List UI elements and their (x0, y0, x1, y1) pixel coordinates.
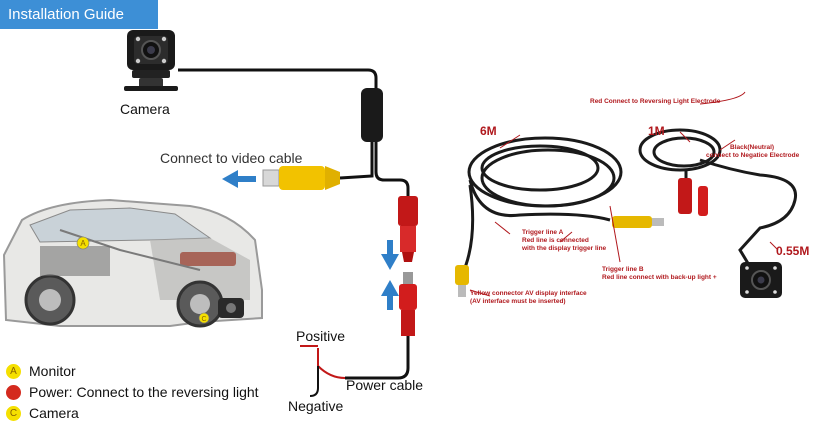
arrow-down-icon (381, 240, 399, 270)
length-055m-label: 0.55M (776, 244, 810, 258)
camera-icon (124, 30, 178, 91)
trigger-a-label-3: with the display trigger line (522, 245, 607, 252)
trigger-b-label-2: Red line connect with back-up light + (602, 274, 717, 281)
callout-lines (469, 91, 779, 297)
camera-cable (178, 68, 410, 380)
legend-item-power: Power: Connect to the reversing light (6, 383, 259, 401)
page-title: Installation Guide (0, 0, 158, 29)
yellow-video-plug (262, 166, 340, 190)
legend-item-monitor: A Monitor (6, 362, 76, 380)
length-1m-label: 1M (648, 124, 665, 138)
right-red-connectors (678, 178, 708, 216)
legend-item-camera: C Camera (6, 404, 79, 422)
legend-marker-power-icon (6, 384, 21, 400)
power-cable-label: Power cable (346, 377, 424, 393)
power-wires (300, 345, 346, 397)
car-marker-a: A (76, 236, 90, 250)
car-illustration (2, 198, 263, 328)
cable-junction-box (361, 88, 383, 142)
legend-marker-c-icon: C (6, 405, 21, 421)
camera-label: Camera (120, 101, 170, 117)
length-6m-label: 6M (480, 124, 497, 138)
trigger-b-label-1: Trigger line B (602, 266, 644, 273)
trigger-a-label-2: Red line is connected (522, 237, 589, 244)
positive-label: Positive (296, 328, 346, 344)
yellow-connector-label-2: (AV interface must be inserted) (470, 298, 566, 305)
legend-text-power: Power: Connect to the reversing light (29, 384, 259, 400)
red-power-plug-top (398, 196, 418, 262)
svg-text:A: A (80, 239, 86, 248)
connect-video-label: Connect to video cable (160, 150, 303, 166)
red-reversing-label: Red Connect to Reversing Light Electrode (590, 98, 721, 105)
legend-text-camera: Camera (29, 405, 79, 421)
red-power-plug-bottom (399, 272, 417, 336)
trigger-a-label-1: Trigger line A (522, 229, 564, 236)
negative-label: Negative (288, 398, 344, 414)
yellow-connector-label-1: Yellow connector AV display interface (470, 290, 587, 297)
right-yellow-plugs (455, 216, 664, 297)
black-neutral-label-2: connect to Negatice Electrode (706, 152, 800, 159)
black-neutral-label-1: Black(Neutral) (730, 144, 775, 151)
legend-text-monitor: Monitor (29, 363, 76, 379)
svg-text:C: C (201, 316, 206, 323)
car-marker-c: C (198, 312, 210, 324)
cable-6m (460, 136, 623, 276)
arrow-up-icon (381, 280, 399, 310)
legend-marker-a-icon: A (6, 363, 21, 379)
small-camera-icon (740, 262, 782, 298)
arrow-left-icon (222, 170, 256, 188)
